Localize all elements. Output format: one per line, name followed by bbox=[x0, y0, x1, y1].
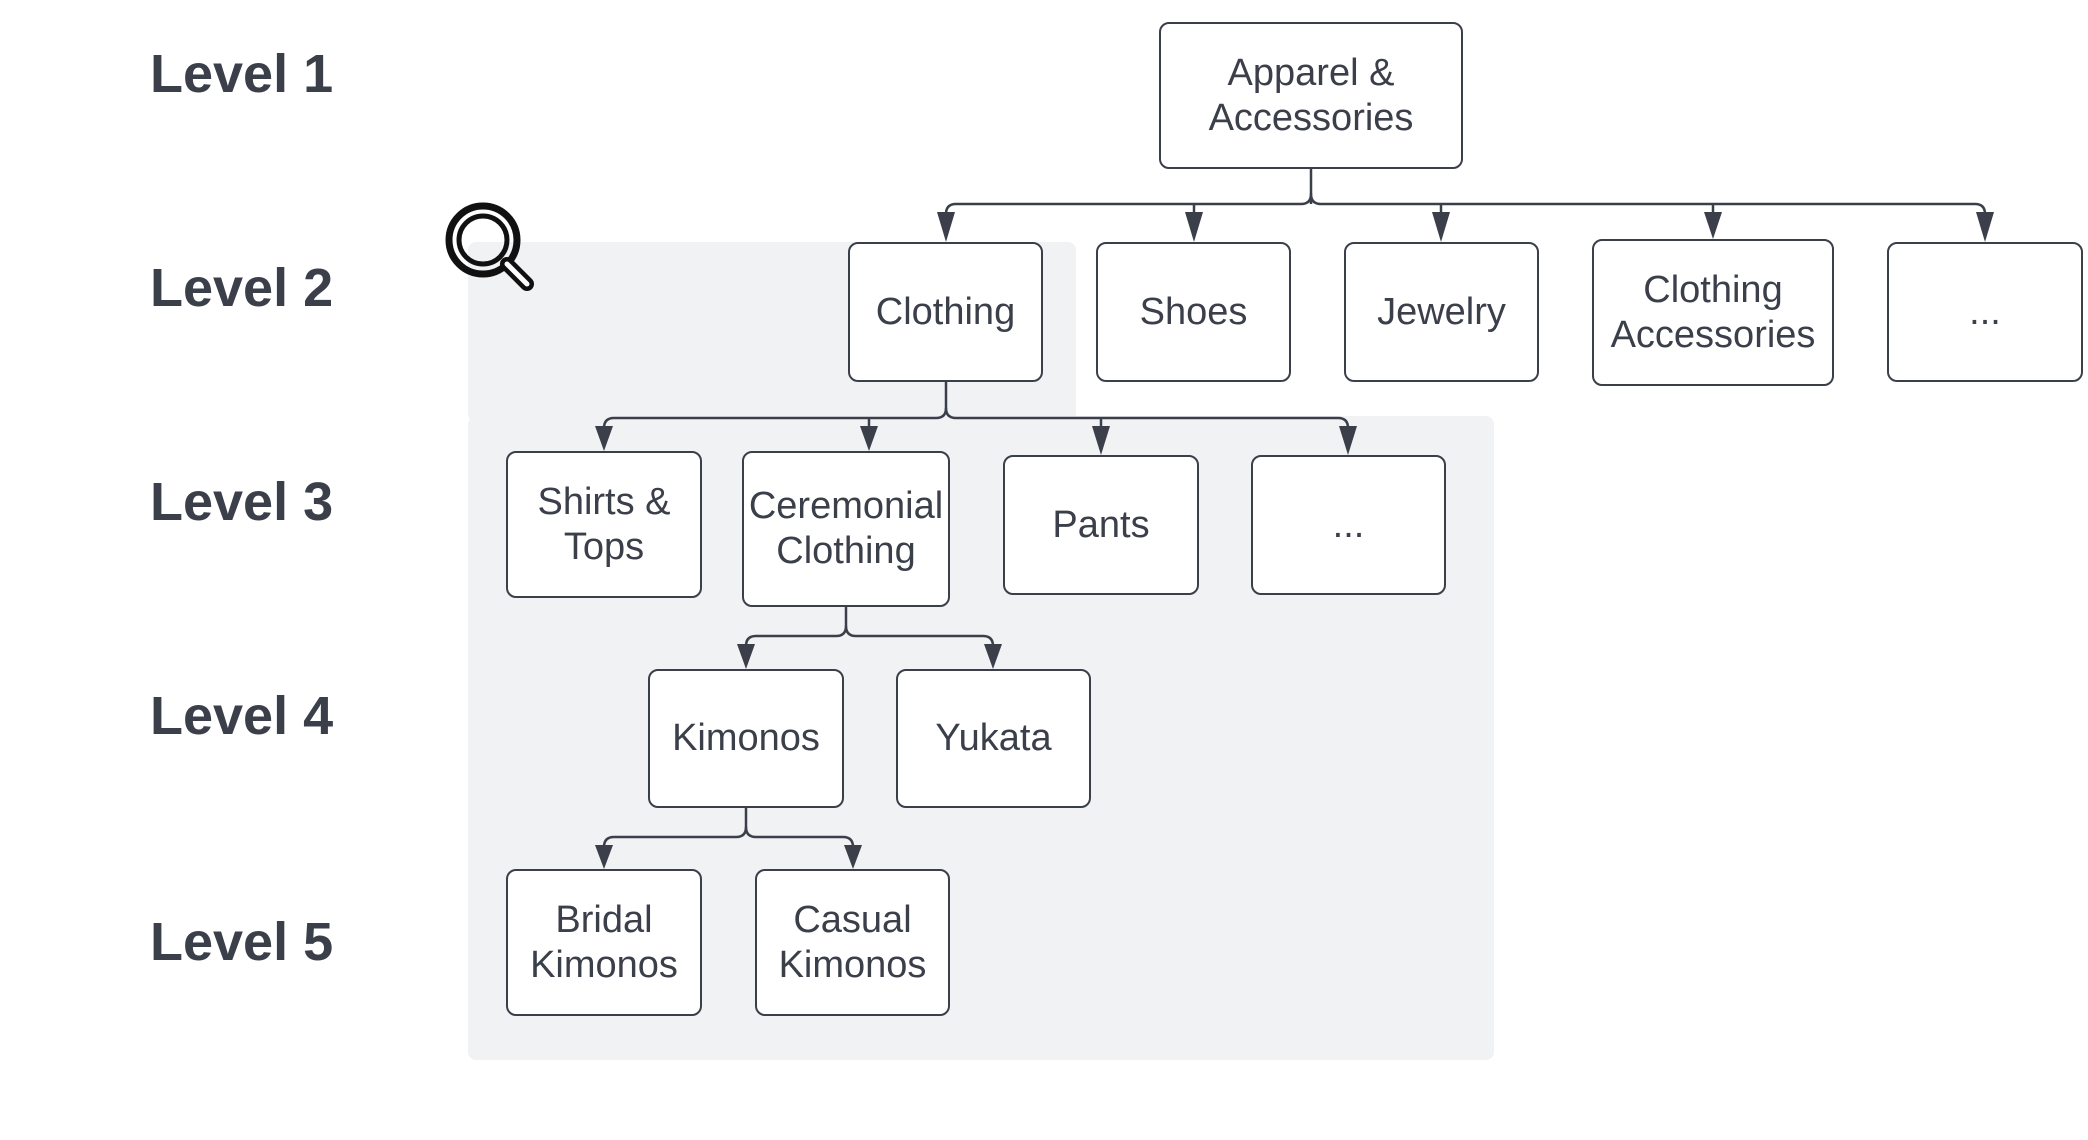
node-label: Shirts & Tops bbox=[537, 480, 671, 568]
node-apparel-accessories[interactable]: Apparel & Accessories bbox=[1159, 22, 1463, 169]
magnifying-glass-icon bbox=[445, 202, 534, 291]
node-shoes[interactable]: Shoes bbox=[1096, 242, 1291, 382]
node-label: Ceremonial Clothing bbox=[748, 485, 944, 572]
node-ceremonial-clothing[interactable]: Ceremonial Clothing bbox=[742, 451, 950, 607]
node-label: ... bbox=[1969, 290, 2001, 333]
level-1-label: Level 1 bbox=[150, 44, 334, 104]
node-level3-more[interactable]: ... bbox=[1251, 455, 1446, 595]
node-label: Casual Kimonos bbox=[778, 898, 927, 986]
level-3-label: Level 3 bbox=[150, 472, 334, 532]
node-pants[interactable]: Pants bbox=[1003, 455, 1199, 595]
level-5-label: Level 5 bbox=[150, 912, 334, 972]
node-label: Jewelry bbox=[1377, 290, 1506, 333]
node-bridal-kimonos[interactable]: Bridal Kimonos bbox=[506, 869, 702, 1016]
node-label: Clothing bbox=[875, 290, 1016, 333]
node-label: Shoes bbox=[1139, 290, 1248, 333]
node-label: Clothing Accessories bbox=[1610, 268, 1816, 356]
node-clothing[interactable]: Clothing bbox=[848, 242, 1043, 382]
node-label: ... bbox=[1332, 503, 1365, 546]
node-shirts-tops[interactable]: Shirts & Tops bbox=[506, 451, 702, 598]
node-yukata[interactable]: Yukata bbox=[896, 669, 1091, 808]
node-clothing-accessories[interactable]: Clothing Accessories bbox=[1592, 239, 1834, 386]
node-label: Apparel & Accessories bbox=[1208, 51, 1414, 139]
node-level2-more[interactable]: ... bbox=[1887, 242, 2083, 382]
node-label: Kimonos bbox=[672, 717, 820, 759]
node-casual-kimonos[interactable]: Casual Kimonos bbox=[755, 869, 950, 1016]
node-kimonos[interactable]: Kimonos bbox=[648, 669, 844, 808]
level-4-label: Level 4 bbox=[150, 686, 334, 746]
level-2-label: Level 2 bbox=[150, 258, 334, 318]
node-label: Bridal Kimonos bbox=[530, 898, 678, 986]
node-label: Yukata bbox=[935, 717, 1052, 759]
node-jewelry[interactable]: Jewelry bbox=[1344, 242, 1539, 382]
node-label: Pants bbox=[1052, 503, 1150, 546]
